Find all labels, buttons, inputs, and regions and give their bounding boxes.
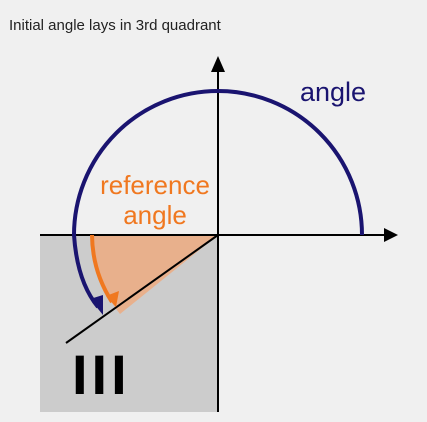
quadrant-label: III bbox=[72, 343, 131, 406]
reference-label-line2: angle bbox=[123, 200, 187, 230]
angle-label: angle bbox=[300, 77, 366, 107]
terminal-side bbox=[65, 234, 219, 344]
caption: Initial angle lays in 3rd quadrant bbox=[9, 17, 221, 34]
y-axis-arrowhead bbox=[211, 56, 225, 72]
reference-angle-sector bbox=[92, 235, 218, 314]
x-axis-arrowhead bbox=[384, 228, 398, 242]
angle-arrowhead bbox=[90, 295, 103, 315]
angle-arc bbox=[71, 89, 364, 309]
reference-angle-arrowhead bbox=[106, 291, 119, 307]
reference-label-line1: reference bbox=[100, 170, 210, 200]
